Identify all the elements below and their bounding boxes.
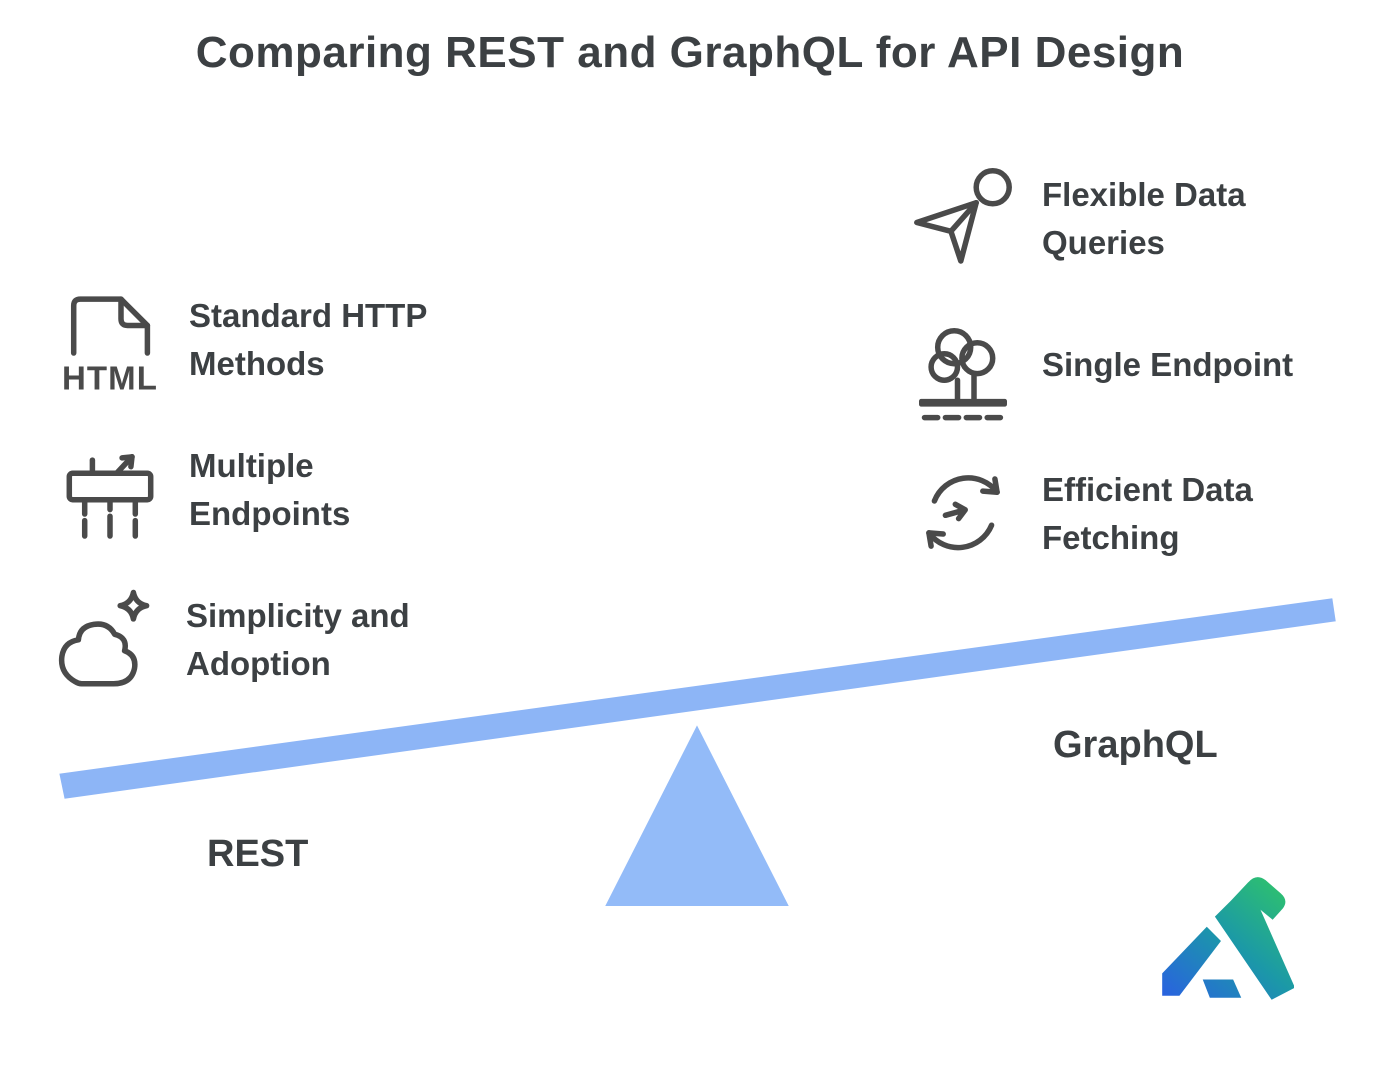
feature-label: Flexible Data Queries: [1042, 176, 1246, 261]
html-icon-text: HTML: [62, 359, 158, 396]
html-file-icon: HTML: [55, 286, 165, 398]
feature-simplicity-adoption: Simplicity and Adoption: [52, 586, 410, 698]
feature-label: Efficient Data Fetching: [1042, 471, 1253, 556]
graphql-side-label: GraphQL: [1053, 724, 1218, 766]
single-endpoint-tree-icon: [908, 311, 1018, 423]
feature-label: Standard HTTP Methods: [189, 297, 428, 382]
cloud-sparkle-icon: [52, 586, 162, 698]
feature-label: Single Endpoint: [1042, 346, 1294, 383]
seesaw-fulcrum: [600, 719, 794, 910]
feature-multiple-endpoints: Multiple Endpoints: [55, 436, 350, 548]
feature-standard-http-methods: HTML Standard HTTP Methods: [55, 286, 427, 398]
multiple-endpoints-icon: [55, 436, 165, 548]
feature-single-endpoint: Single Endpoint: [908, 311, 1293, 423]
feature-label: Simplicity and Adoption: [186, 597, 410, 682]
brand-logo: [1162, 877, 1294, 1000]
seesaw-plank: [55, 594, 1340, 803]
feature-label: Multiple Endpoints: [189, 447, 351, 532]
paper-plane-icon: [908, 161, 1018, 273]
sync-arrows-icon: [908, 456, 1018, 568]
rest-side-label: REST: [207, 833, 309, 875]
feature-efficient-data-fetching: Efficient Data Fetching: [908, 456, 1253, 568]
feature-flexible-data-queries: Flexible Data Queries: [908, 161, 1246, 273]
page-title: Comparing REST and GraphQL for API Desig…: [195, 28, 1185, 77]
